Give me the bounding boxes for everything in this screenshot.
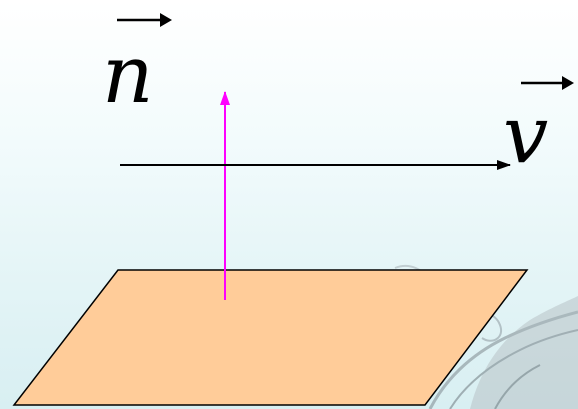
label-v: v — [503, 76, 574, 181]
label-n-arrow-icon — [160, 13, 172, 27]
label-v-arrow-icon — [562, 76, 574, 90]
label-n: n — [102, 13, 172, 121]
label-v-text: v — [503, 88, 548, 181]
plane — [12, 269, 529, 406]
label-n-text: n — [102, 28, 154, 121]
